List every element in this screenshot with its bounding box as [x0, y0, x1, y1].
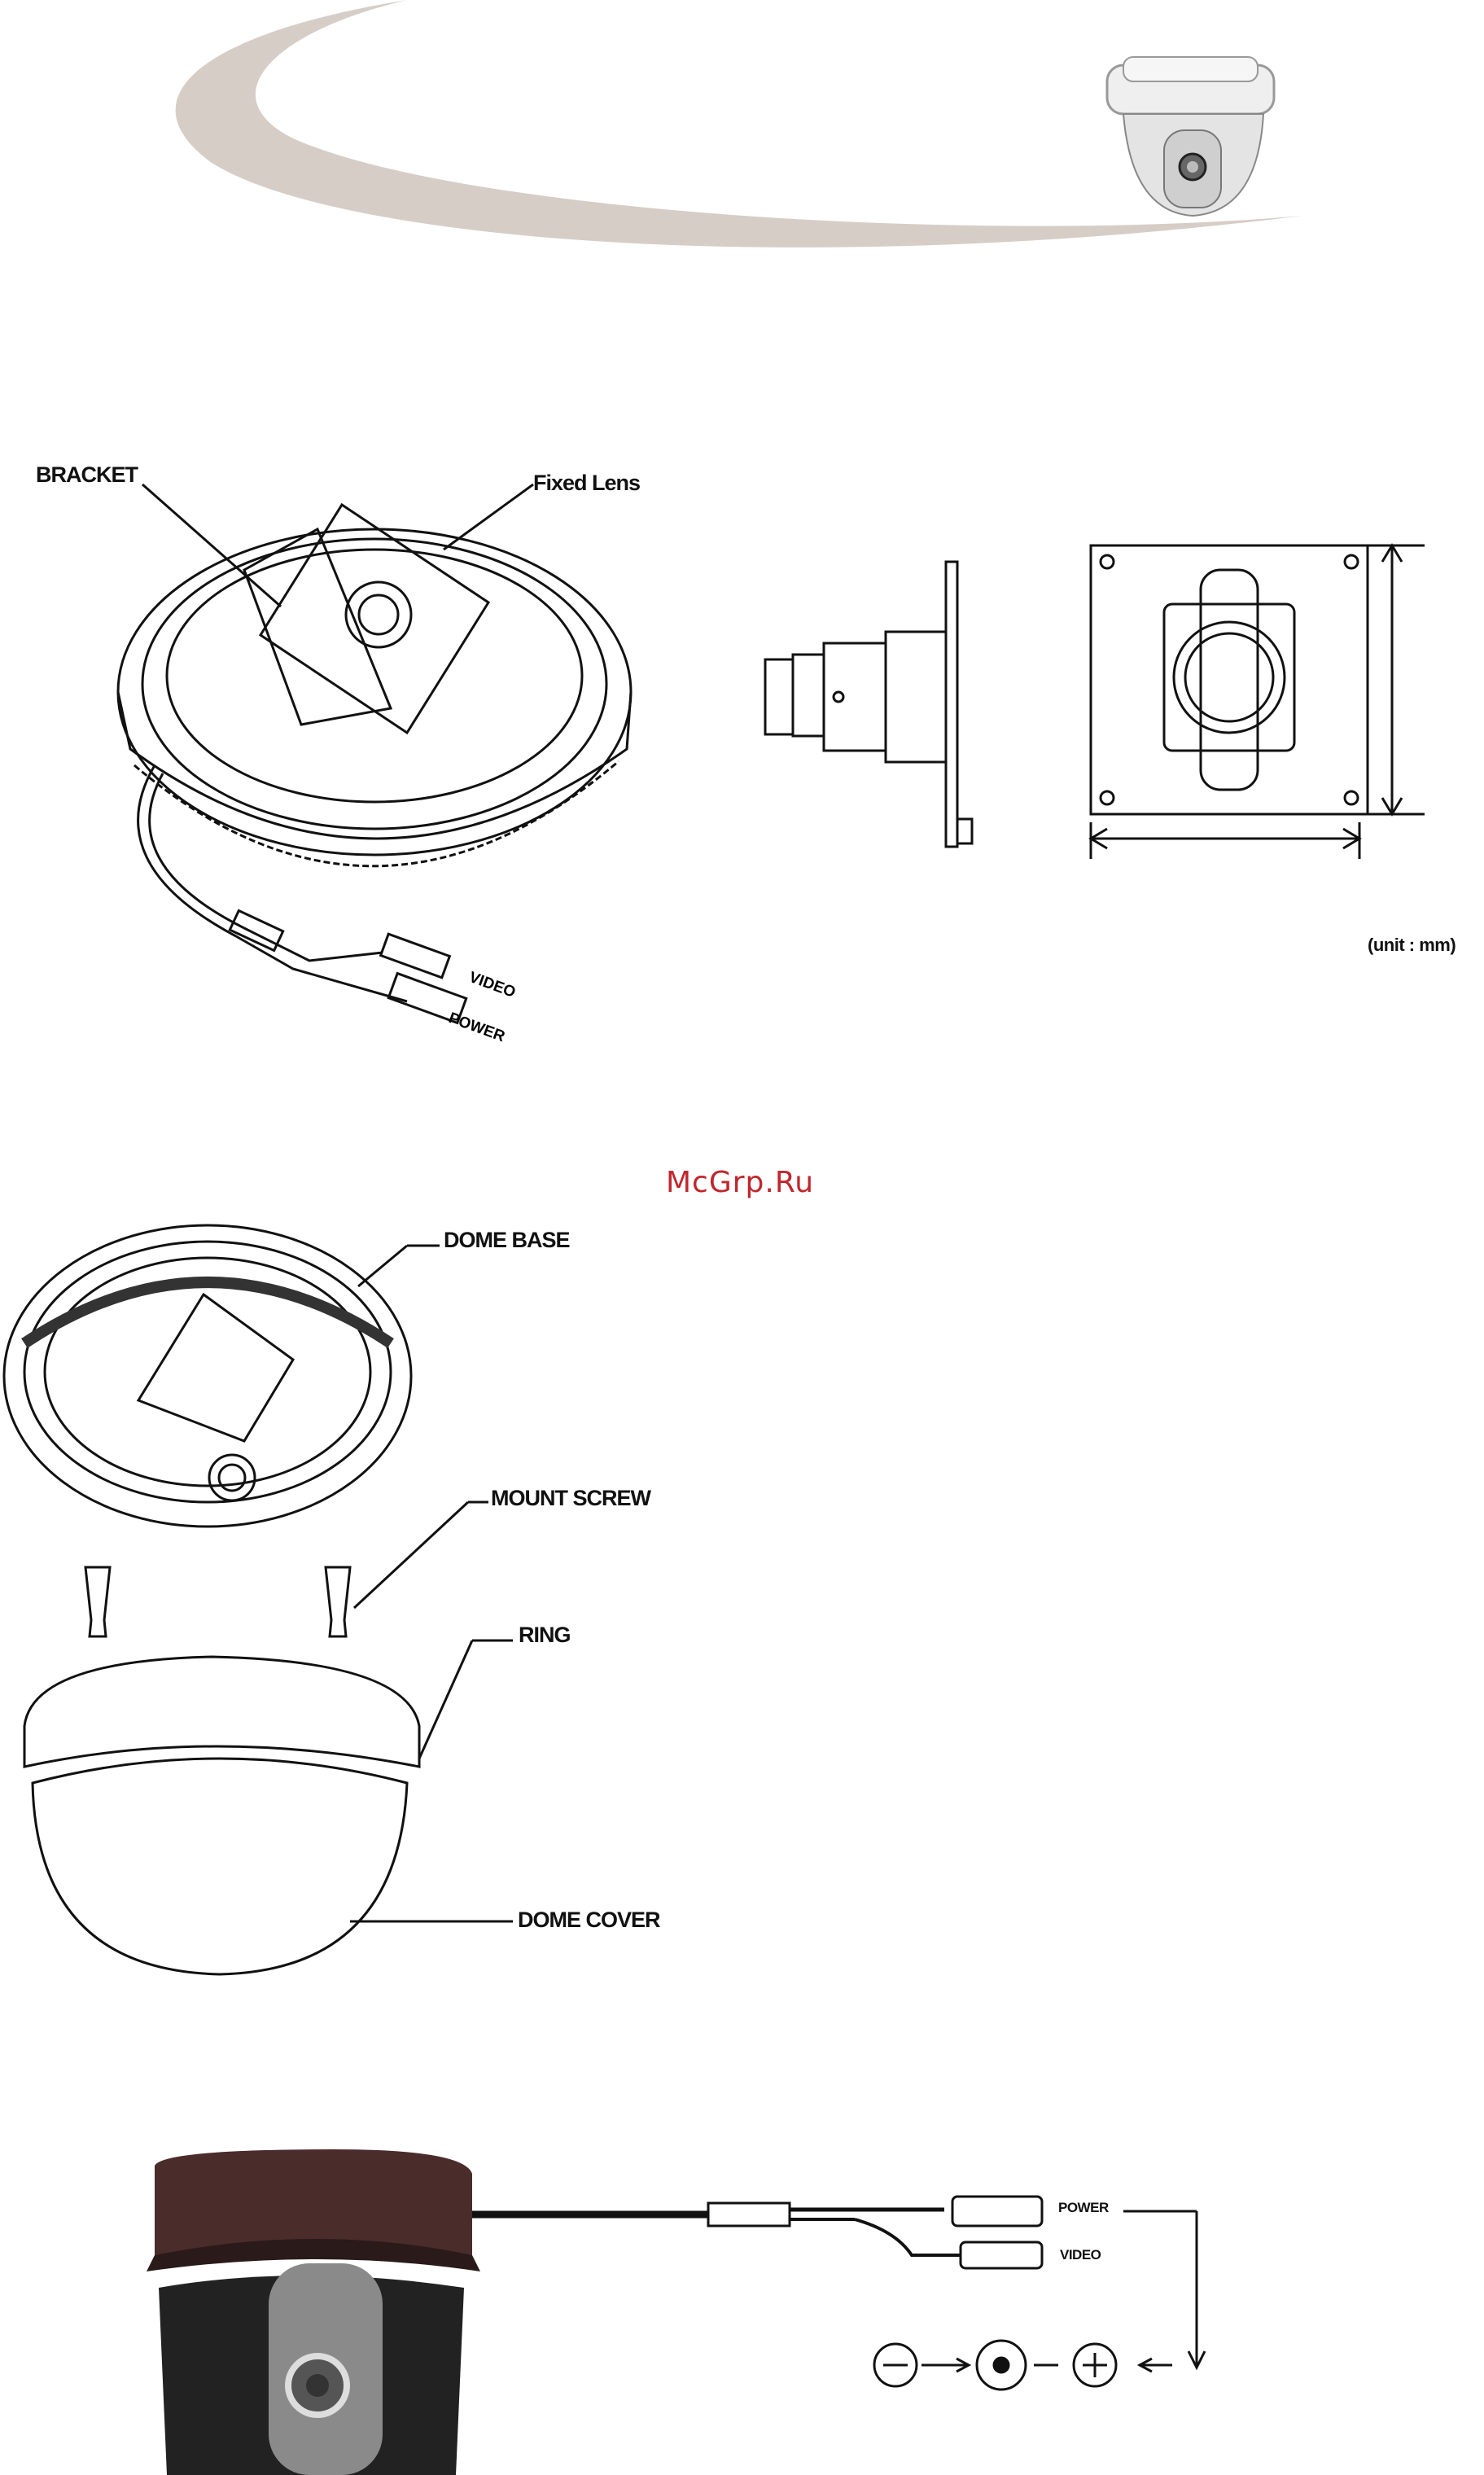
label-power-cable: POWER: [446, 1010, 507, 1045]
lens-front-view: [1075, 545, 1484, 920]
dome-assembly-drawing: [0, 1197, 733, 2011]
header-banner: [0, 0, 1484, 277]
cable-diagram: [472, 2133, 1368, 2459]
figure-cable-connection: POWER VIDEO: [0, 2133, 1484, 2459]
dome-camera-thumbnail: [1091, 33, 1286, 220]
camera-photo: [138, 2149, 497, 2475]
label-video-cable: VIDEO: [466, 969, 518, 1001]
unit-note: (unit : mm): [1368, 935, 1456, 956]
label-video-connector: VIDEO: [1060, 2247, 1101, 2263]
figure-camera-interior: BRACKET Fixed Lens: [0, 440, 1484, 1058]
watermark-text: McGrp.Ru: [666, 1166, 814, 1199]
label-power-connector: POWER: [1058, 2200, 1109, 2216]
lens-side-view: [765, 562, 977, 855]
camera-interior-drawing: VIDEO POWER: [0, 440, 733, 1058]
figure-dome-assembly: DOME BASE MOUNT SCREW RING DOME COVER: [0, 1197, 1484, 2011]
